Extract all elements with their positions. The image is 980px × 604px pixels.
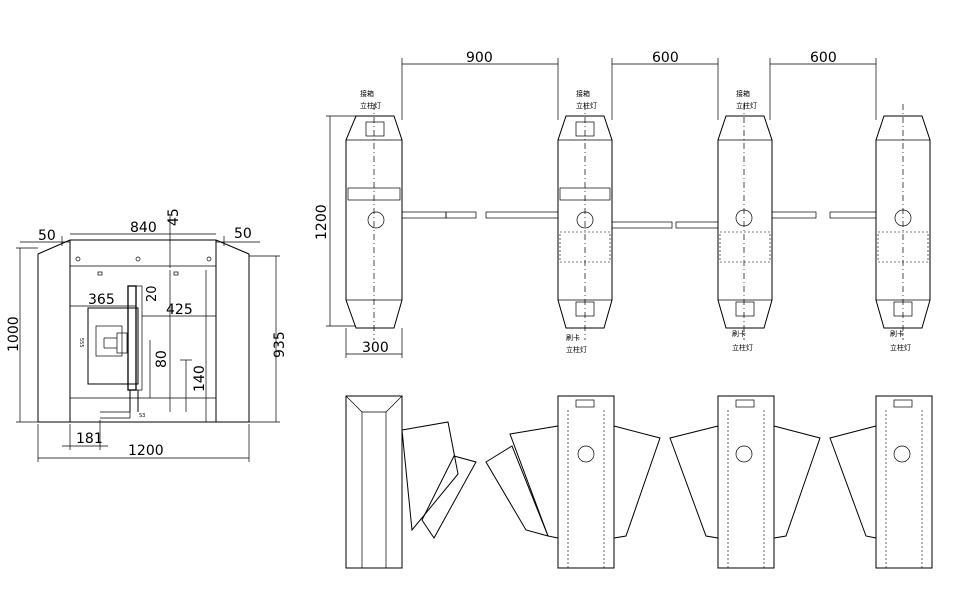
- dim-365: 365: [88, 292, 115, 308]
- cabinet-4-plan: 刷卡 立柱灯: [829, 104, 931, 352]
- dim-181: 181: [76, 431, 103, 447]
- plate-small-label: 555: [78, 338, 84, 348]
- dim-140: 140: [192, 365, 208, 392]
- top-label-line2-b: 立柱灯: [576, 101, 597, 110]
- dim-425: 425: [166, 302, 193, 318]
- top-label-line1-c: 接箱: [736, 89, 750, 98]
- cabinet-a-open: [345, 395, 477, 569]
- dim-45: 45: [166, 208, 182, 226]
- bottom-label-line1-d: 刷卡: [890, 329, 904, 338]
- bottom-label-line2-c: 立柱灯: [732, 343, 753, 352]
- cabinet-d-open: [829, 395, 933, 569]
- dim-840: 840: [130, 220, 157, 236]
- bottom-label-line2-d: 立柱灯: [890, 343, 911, 352]
- dim-80: 80: [154, 350, 170, 368]
- dim-300: 300: [362, 340, 389, 356]
- cabinet-c-open: [669, 395, 821, 569]
- dim-1200-front: 1200: [128, 443, 164, 459]
- plan-view-top: 900 600 600 1200 300 接箱: [314, 50, 931, 358]
- top-label-line1-b: 接箱: [576, 89, 590, 98]
- bottom-label-line1: 刷卡: [566, 333, 580, 342]
- dim-50-left: 50: [38, 228, 56, 244]
- dim-spacing-600-a: 600: [652, 50, 679, 66]
- dim-50-right: 50: [234, 226, 252, 242]
- top-label-line2: 立柱灯: [360, 101, 381, 110]
- dim-spacing-600-b: 600: [810, 50, 837, 66]
- dim-1200-plan: 1200: [314, 204, 330, 240]
- top-label-line2-c: 立柱灯: [736, 101, 757, 110]
- dim-20: 20: [145, 285, 160, 302]
- dim-1000: 1000: [6, 316, 22, 352]
- cabinet-b-open: [485, 395, 661, 569]
- cabinet-2-plan: 接箱 立柱灯 刷卡 立柱灯: [485, 89, 673, 354]
- top-label-line1: 接箱: [360, 89, 374, 98]
- plan-view-bottom: [345, 395, 933, 569]
- bottom-label-line2: 立柱灯: [566, 345, 587, 354]
- bottom-small-label: S3: [139, 413, 145, 419]
- cabinet-3-plan: 接箱 立柱灯 刷卡 立柱灯: [675, 89, 817, 352]
- bottom-label-line1-c: 刷卡: [732, 329, 746, 338]
- front-elevation-view: S3 555 50 840 45 50 1000 935 365 425 20: [6, 208, 288, 462]
- dim-spacing-900: 900: [466, 50, 493, 66]
- dim-935: 935: [272, 331, 288, 358]
- cabinet-1-plan: 接箱 立柱灯: [345, 89, 477, 340]
